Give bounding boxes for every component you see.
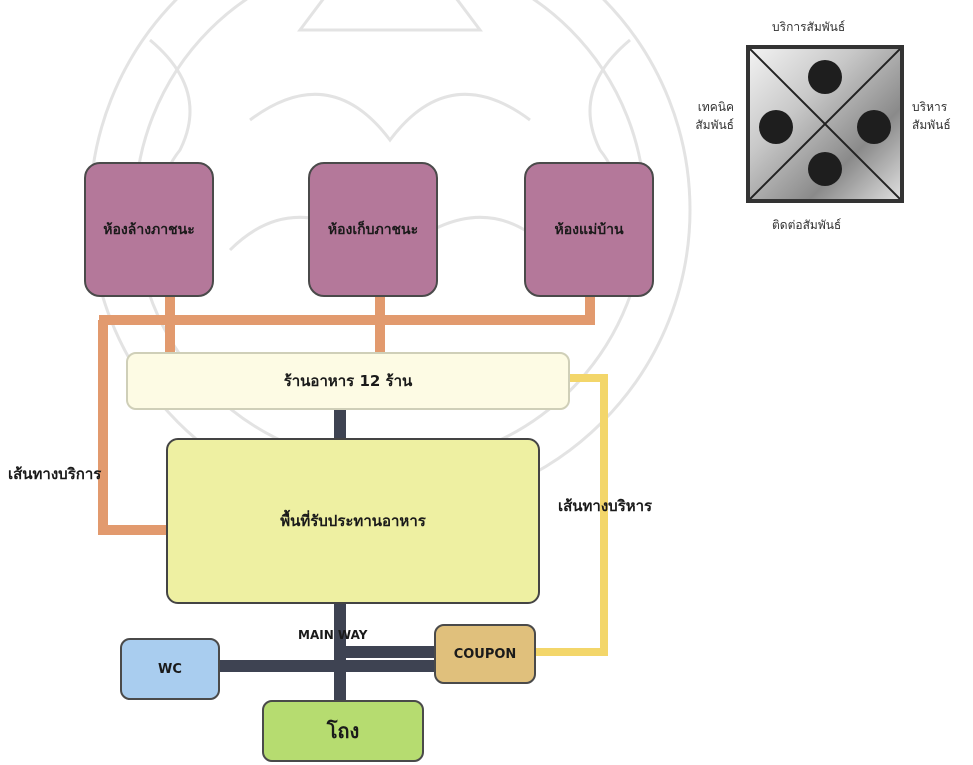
- matrix-right-label: บริหาร สัมพันธ์: [912, 98, 951, 134]
- matrix-right-line2: สัมพันธ์: [912, 116, 951, 134]
- matrix-left-label: เทคนิค สัมพันธ์: [676, 98, 734, 134]
- matrix-left-line2: สัมพันธ์: [676, 116, 734, 134]
- matrix-dot-right: [857, 110, 891, 144]
- matrix-dot-bottom: [808, 152, 842, 186]
- service-route-line: [99, 297, 590, 320]
- matrix-top-label: บริการสัมพันธ์: [772, 18, 845, 36]
- main-way-label: MAIN WAY: [298, 628, 367, 642]
- wc-box: WC: [120, 638, 220, 700]
- dining-area-label: พื้นที่รับประทานอาหาร: [280, 509, 426, 533]
- dish-storage-room-label: ห้องเก็บภาชนะ: [328, 219, 418, 241]
- coupon-label: COUPON: [454, 647, 517, 662]
- dishwashing-room: ห้องล้างภาชนะ: [84, 162, 214, 297]
- dish-storage-room: ห้องเก็บภาชนะ: [308, 162, 438, 297]
- food-shops-label: ร้านอาหาร 12 ร้าน: [284, 369, 413, 393]
- coupon-box: COUPON: [434, 624, 536, 684]
- relationship-matrix-graphic: [750, 49, 900, 199]
- matrix-dot-top: [808, 60, 842, 94]
- housekeeping-room-label: ห้องแม่บ้าน: [554, 219, 623, 241]
- relationship-matrix: [746, 45, 904, 203]
- service-route-label: เส้นทางบริการ: [8, 462, 101, 486]
- admin-route-label: เส้นทางบริหาร: [558, 494, 652, 518]
- hall-box: โถง: [262, 700, 424, 762]
- housekeeping-room: ห้องแม่บ้าน: [524, 162, 654, 297]
- wc-label: WC: [158, 662, 182, 677]
- dishwashing-room-label: ห้องล้างภาชนะ: [103, 219, 194, 241]
- matrix-dot-left: [759, 110, 793, 144]
- food-shops-box: ร้านอาหาร 12 ร้าน: [126, 352, 570, 410]
- matrix-left-line1: เทคนิค: [676, 98, 734, 116]
- hall-label: โถง: [327, 715, 360, 747]
- matrix-bottom-label: ติดต่อสัมพันธ์: [772, 216, 841, 234]
- matrix-right-line1: บริหาร: [912, 98, 951, 116]
- dining-area-box: พื้นที่รับประทานอาหาร: [166, 438, 540, 604]
